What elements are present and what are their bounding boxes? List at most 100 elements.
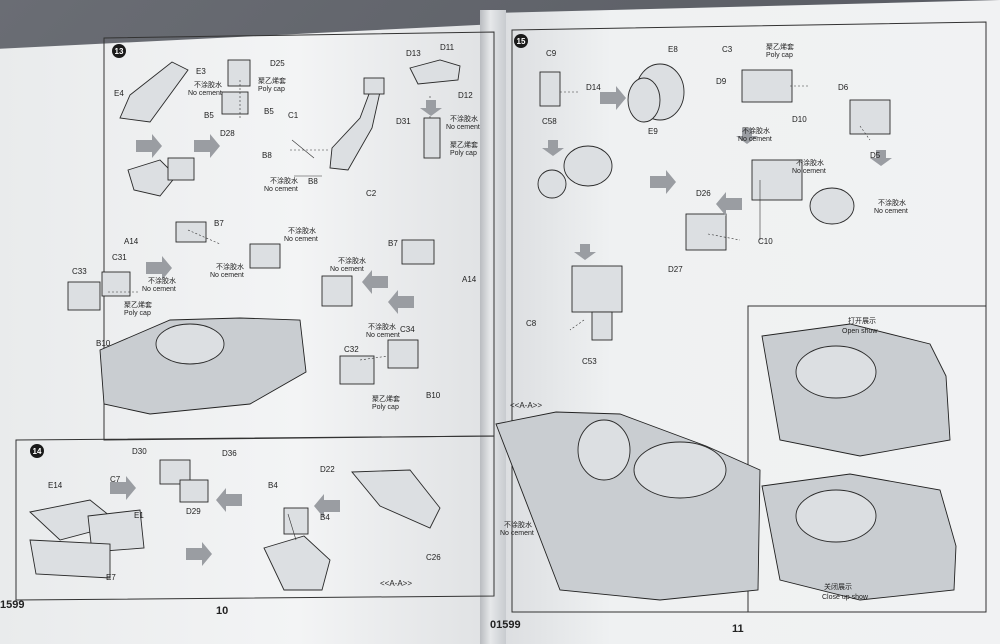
no-cement-en-6: No cement — [210, 272, 244, 279]
arrow-13 — [650, 170, 676, 194]
label-b4-b: B4 — [320, 513, 330, 522]
part-c33 — [67, 281, 101, 311]
label-c1: C1 — [288, 111, 299, 120]
poly-cap-cn-1: 聚乙烯套 — [258, 78, 286, 85]
poly-cap-en-3: Poly cap — [124, 310, 151, 317]
arrow-1 — [136, 134, 162, 158]
right-page-code: 01599 — [490, 619, 521, 631]
no-cement-en-5: No cement — [330, 266, 364, 273]
no-cement-en-7: No cement — [142, 286, 176, 293]
turret-ring-15 — [633, 441, 727, 499]
poly-cap-cn-2: 聚乙烯套 — [450, 142, 478, 149]
open-show-en: Open show — [842, 328, 878, 335]
poly-cap-en-5: Poly cap — [766, 52, 793, 59]
part-wheel — [809, 187, 855, 225]
label-c9: C9 — [546, 49, 557, 58]
label-e9: E9 — [648, 127, 658, 136]
left-page-number: 10 — [216, 605, 229, 617]
label-b7-b: B7 — [388, 239, 398, 248]
arrow-8 — [216, 488, 242, 512]
label-e8: E8 — [668, 45, 678, 54]
part-block-c — [321, 275, 353, 307]
part-c34 — [387, 339, 419, 369]
label-d28: D28 — [220, 129, 235, 138]
turret-ring-open — [795, 345, 877, 399]
part-assembly13a — [127, 159, 177, 197]
no-cement-en-11: No cement — [874, 208, 908, 215]
label-c2: C2 — [366, 189, 377, 198]
no-cement-cn-11: 不涂胶水 — [878, 200, 906, 207]
label-b10-b: B10 — [426, 391, 441, 400]
label-d12: D12 — [458, 91, 473, 100]
label-d9: D9 — [716, 77, 727, 86]
label-d36: D36 — [222, 449, 237, 458]
no-cement-en-8: No cement — [366, 332, 400, 339]
part-housing — [221, 91, 249, 115]
no-cement-en-12: No cement — [500, 530, 534, 537]
part-hub — [563, 145, 613, 187]
part-c53 — [591, 311, 613, 341]
arrow-5 — [362, 270, 388, 294]
part-cap — [363, 77, 385, 95]
turret-ring-13 — [155, 323, 225, 365]
arrow-3 — [420, 100, 442, 116]
arrow-6 — [388, 290, 414, 314]
poly-cap-en-2: Poly cap — [450, 150, 477, 157]
section-aa-14: <<A-A>> — [380, 579, 413, 588]
arrow-9 — [186, 542, 212, 566]
poly-cap-cn-4: 聚乙烯套 — [372, 396, 400, 403]
left-page-code: 1599 — [0, 599, 25, 611]
arrow-17 — [870, 150, 892, 166]
part-e7 — [29, 539, 111, 579]
label-d14: D14 — [586, 83, 601, 92]
no-cement-cn-9: 不涂胶水 — [742, 128, 770, 135]
label-c10: C10 — [758, 237, 773, 246]
section-aa-15: <<A-A>> — [510, 401, 543, 410]
part-gear-assembly — [571, 265, 623, 313]
part-hub-small — [537, 169, 567, 199]
part-block-b — [249, 243, 281, 269]
arrow-10 — [314, 494, 340, 518]
no-cement-en-3: No cement — [264, 186, 298, 193]
flow-arrows — [110, 86, 892, 566]
part-e1 — [87, 509, 145, 553]
label-d27: D27 — [668, 265, 683, 274]
part-c32 — [339, 355, 375, 385]
book-spine — [480, 10, 506, 644]
part-d25 — [227, 59, 251, 87]
no-cement-en-9: No cement — [738, 136, 772, 143]
label-c32: C32 — [344, 345, 359, 354]
poly-cap-en-1: Poly cap — [258, 86, 285, 93]
part-d26 — [685, 213, 727, 251]
no-cement-en-2: No cement — [446, 124, 480, 131]
no-cement-cn-12: 不涂胶水 — [504, 522, 532, 529]
arrow-7 — [110, 476, 136, 500]
label-d26: D26 — [696, 189, 711, 198]
part-d31 — [423, 117, 441, 159]
right-page-number: 11 — [732, 623, 744, 635]
step15-frame — [511, 21, 987, 613]
no-cement-cn-5: 不涂胶水 — [338, 258, 366, 265]
label-b10-a: B10 — [96, 339, 111, 348]
step-14-badge: 14 — [30, 444, 44, 458]
no-cement-cn-3: 不涂胶水 — [270, 178, 298, 185]
arrow-11 — [600, 86, 626, 110]
label-d31: D31 — [396, 117, 411, 126]
arrow-16 — [574, 244, 596, 260]
label-c53: C53 — [582, 357, 597, 366]
label-e3: E3 — [196, 67, 206, 76]
no-cement-cn-8: 不涂胶水 — [368, 324, 396, 331]
arrow-15 — [716, 192, 742, 216]
label-e1: E1 — [134, 511, 144, 520]
label-d6: D6 — [838, 83, 849, 92]
label-d11: D11 — [440, 43, 455, 52]
label-d25: D25 — [270, 59, 285, 68]
label-b8-a: B8 — [262, 151, 272, 160]
open-show-cn: 打开展示 — [848, 318, 876, 325]
no-cement-cn-6: 不涂胶水 — [216, 264, 244, 271]
label-c58: C58 — [542, 117, 557, 126]
label-d5: D5 — [870, 151, 881, 160]
step-13-badge: 13 — [112, 44, 126, 58]
label-d30: D30 — [132, 447, 147, 456]
no-cement-en-10: No cement — [792, 168, 826, 175]
